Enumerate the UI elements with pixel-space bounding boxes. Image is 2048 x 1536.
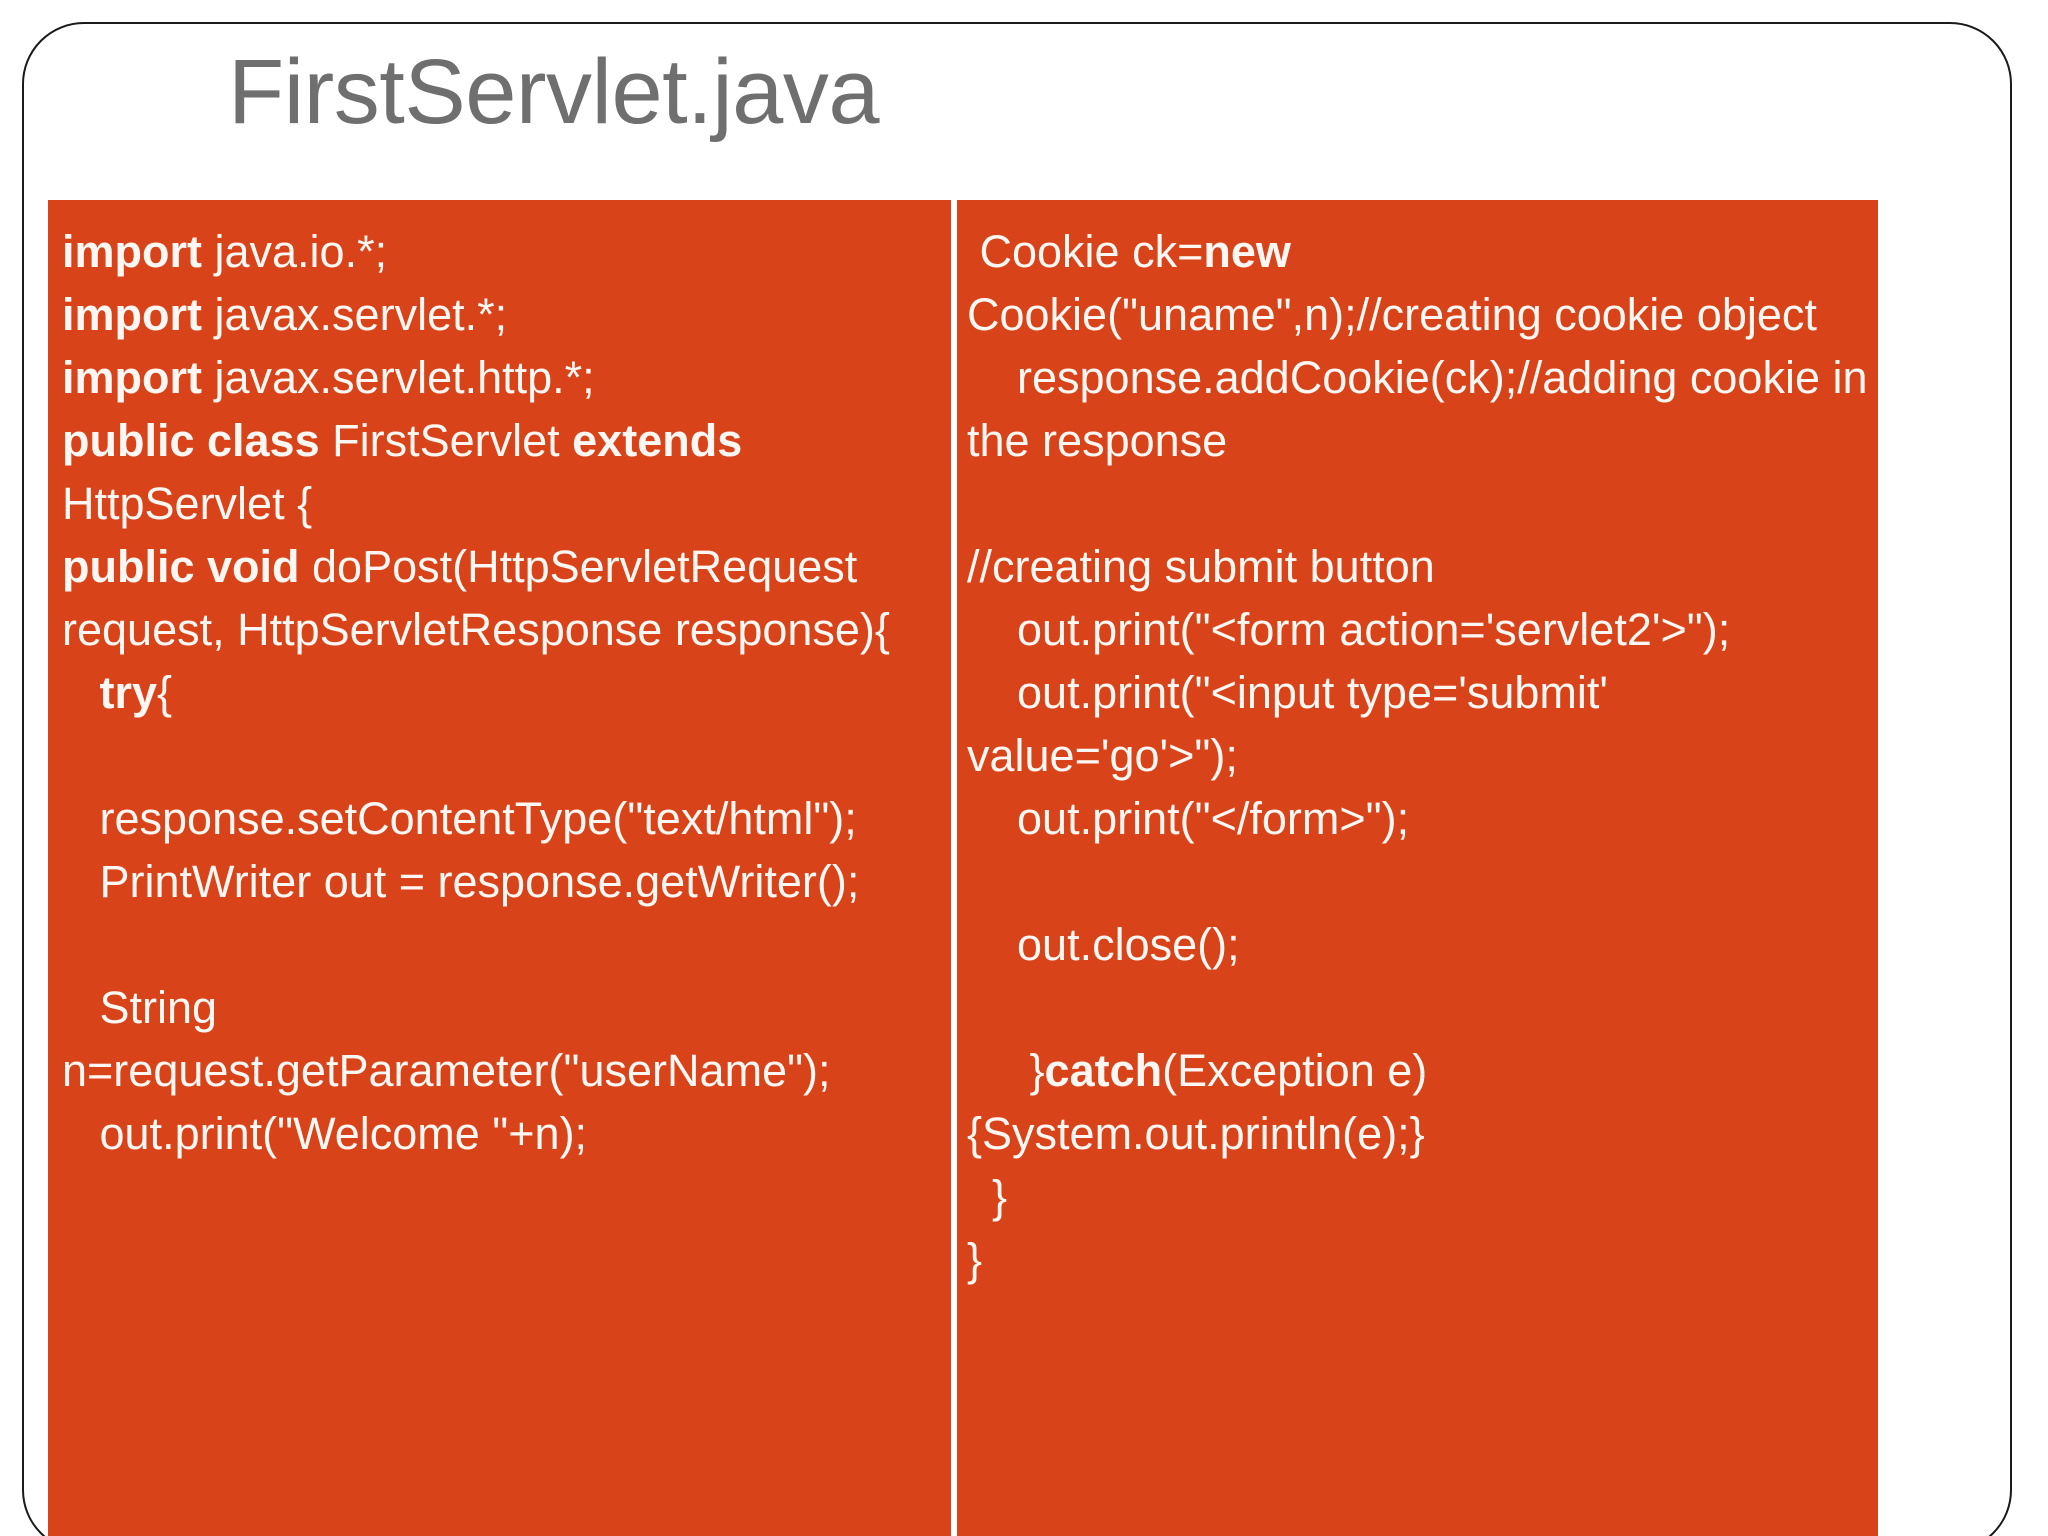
code-column-right: Cookie ck=new Cookie("uname",n);//creati… <box>957 200 1878 1536</box>
code-line: out.print("<form action='servlet2'>"); <box>967 604 1731 655</box>
code-line: out.close(); <box>967 919 1240 970</box>
code-column-left: import java.io.*; import javax.servlet.*;… <box>48 200 951 1536</box>
code-line <box>967 850 1878 913</box>
code-line: } <box>967 1234 983 1285</box>
code-line: out.print("<input type='submit' value='g… <box>967 667 1621 781</box>
code-line <box>62 724 951 787</box>
code-line: import javax.servlet.*; <box>62 289 508 340</box>
code-line: try{ <box>99 667 173 718</box>
code-line: response.addCookie(ck);//adding cookie i… <box>967 352 1868 466</box>
code-line: }catch(Exception e){System.out.println(e… <box>967 1045 1428 1159</box>
code-line: } <box>967 1171 1008 1222</box>
code-line <box>62 913 951 976</box>
code-line: String n=request.getParameter("userName"… <box>62 982 831 1096</box>
code-line <box>967 976 1878 1039</box>
page-title: FirstServlet.java <box>228 41 880 143</box>
code-line: out.print("Welcome "+n); <box>62 1108 588 1159</box>
code-line <box>967 472 1878 535</box>
code-line: response.setContentType("text/html"); <box>62 793 857 844</box>
code-line: import javax.servlet.http.*; <box>62 352 595 403</box>
code-listing: import java.io.*; import javax.servlet.*;… <box>48 200 1878 1536</box>
code-line: import java.io.*; <box>62 226 388 277</box>
code-line: public void doPost(HttpServletRequest re… <box>62 541 890 655</box>
code-line: //creating submit button <box>967 541 1435 592</box>
code-line: Cookie ck=new Cookie("uname",n);//creati… <box>967 226 1817 340</box>
code-line: public class FirstServlet extends HttpSe… <box>62 415 755 529</box>
code-line: out.print("</form>"); <box>967 793 1410 844</box>
code-line: PrintWriter out = response.getWriter(); <box>62 856 860 907</box>
column-divider <box>951 200 957 1536</box>
